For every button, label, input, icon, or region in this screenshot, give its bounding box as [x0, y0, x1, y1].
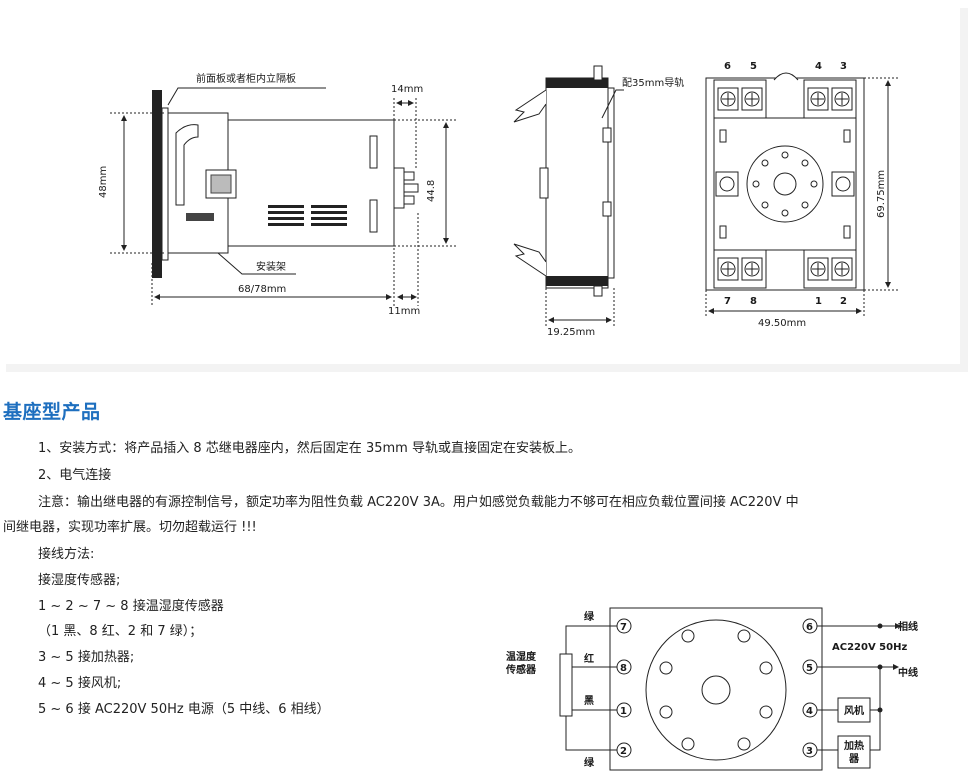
bottom-pin-label-4: 2 [840, 296, 847, 307]
wiring-step-sensor: 接湿度传感器; [38, 573, 121, 588]
wire-color-black: 黑 [584, 695, 594, 707]
wiring-diagram-svg: 7 8 1 2 6 5 4 3 绿 红 黑 绿 温湿度 传感器 相线 AC220… [505, 607, 918, 771]
technical-drawing: 前面板或者柜内立隔板 14mm 48mm 44.8 安装架 68/78mm 11… [6, 8, 960, 364]
profile-view [513, 65, 624, 328]
wiring-step-fan: 4 ~ 5 接风机; [38, 676, 122, 691]
heater-label-line-1: 加热 [843, 739, 864, 752]
terminal-5-label: 5 [806, 663, 813, 674]
top-view [705, 72, 898, 318]
terminal-7-label: 7 [620, 622, 627, 633]
dimension-drawings: 前面板或者柜内立隔板 14mm 48mm 44.8 安装架 68/78mm 11… [98, 61, 898, 338]
length-dim-label: 68/78mm [238, 284, 286, 295]
height-dim-label: 48mm [98, 166, 109, 198]
terminal-8-label: 8 [620, 663, 627, 674]
wire-color-green-bottom: 绿 [584, 756, 595, 769]
side-view [110, 87, 456, 306]
terminal-4-label: 4 [806, 706, 813, 717]
wiring-diagram: 7 8 1 2 6 5 4 3 绿 红 黑 绿 温湿度 传感器 相线 AC220… [500, 606, 930, 778]
inner-dim-label: 44.8 [426, 180, 437, 202]
sensor-label-line-2: 传感器 [505, 663, 537, 676]
rail-label: 配35mm导轨 [622, 76, 684, 89]
sensor-label-line-1: 温湿度 [506, 650, 537, 663]
wiring-step-1278: 1 ~ 2 ~ 7 ~ 8 接温湿度传感器 [38, 599, 224, 614]
top-pin-label-2: 5 [750, 61, 757, 72]
mount-label: 安装架 [256, 260, 286, 273]
terminal-6-label: 6 [806, 622, 813, 633]
fan-label: 风机 [844, 704, 864, 717]
note-text-line-1: 注意：输出继电器的有源控制信号，额定功率为阻性负载 AC220V 3A。用户如感… [38, 495, 799, 510]
top-pin-label-1: 6 [724, 61, 731, 72]
wiring-step-colors: （1 黑、8 红、2 和 7 绿）； [38, 624, 203, 639]
technical-drawing-panel: 前面板或者柜内立隔板 14mm 48mm 44.8 安装架 68/78mm 11… [6, 8, 968, 372]
terminal-2-label: 2 [620, 746, 627, 757]
electrical-heading: 2、电气连接 [38, 468, 112, 483]
neutral-line-label: 中线 [898, 666, 918, 679]
wiring-method-heading: 接线方法: [38, 547, 95, 562]
phase-line-label: 相线 [898, 620, 918, 633]
wiring-step-power: 5 ~ 6 接 AC220V 50Hz 电源（5 中线、6 相线） [38, 702, 330, 717]
bottom-pin-label-3: 1 [815, 296, 822, 307]
pin-dim-label: 11mm [388, 306, 420, 317]
top-dim-label: 14mm [391, 84, 423, 95]
terminal-block-bottom [713, 249, 857, 289]
terminal-block-top [713, 72, 857, 119]
supply-label: AC220V 50Hz [832, 642, 907, 653]
wiring-step-heater: 3 ~ 5 接加热器; [38, 650, 135, 665]
note-text-line-2: 间继电器，实现功率扩展。切勿超载运行 !!! [3, 520, 257, 535]
terminal-3-label: 3 [806, 746, 813, 757]
install-method-text: 1、安装方式：将产品插入 8 芯继电器座内，然后固定在 35mm 导轨或直接固定… [38, 441, 581, 456]
wire-color-red: 红 [584, 652, 594, 665]
section-title: 基座型产品 [3, 401, 101, 423]
profile-width-label: 19.25mm [547, 327, 595, 338]
top-pin-label-3: 4 [815, 61, 822, 72]
top-pin-label-4: 3 [840, 61, 847, 72]
terminal-1-label: 1 [620, 706, 627, 717]
top-view-width-label: 49.50mm [758, 318, 806, 329]
panel-label: 前面板或者柜内立隔板 [196, 72, 296, 85]
wire-color-green-top: 绿 [584, 610, 595, 623]
heater-label-line-2: 器 [848, 753, 860, 765]
bottom-pin-label-2: 8 [750, 296, 757, 307]
bottom-pin-label-1: 7 [724, 296, 731, 307]
top-view-height-label: 69.75mm [876, 170, 887, 218]
